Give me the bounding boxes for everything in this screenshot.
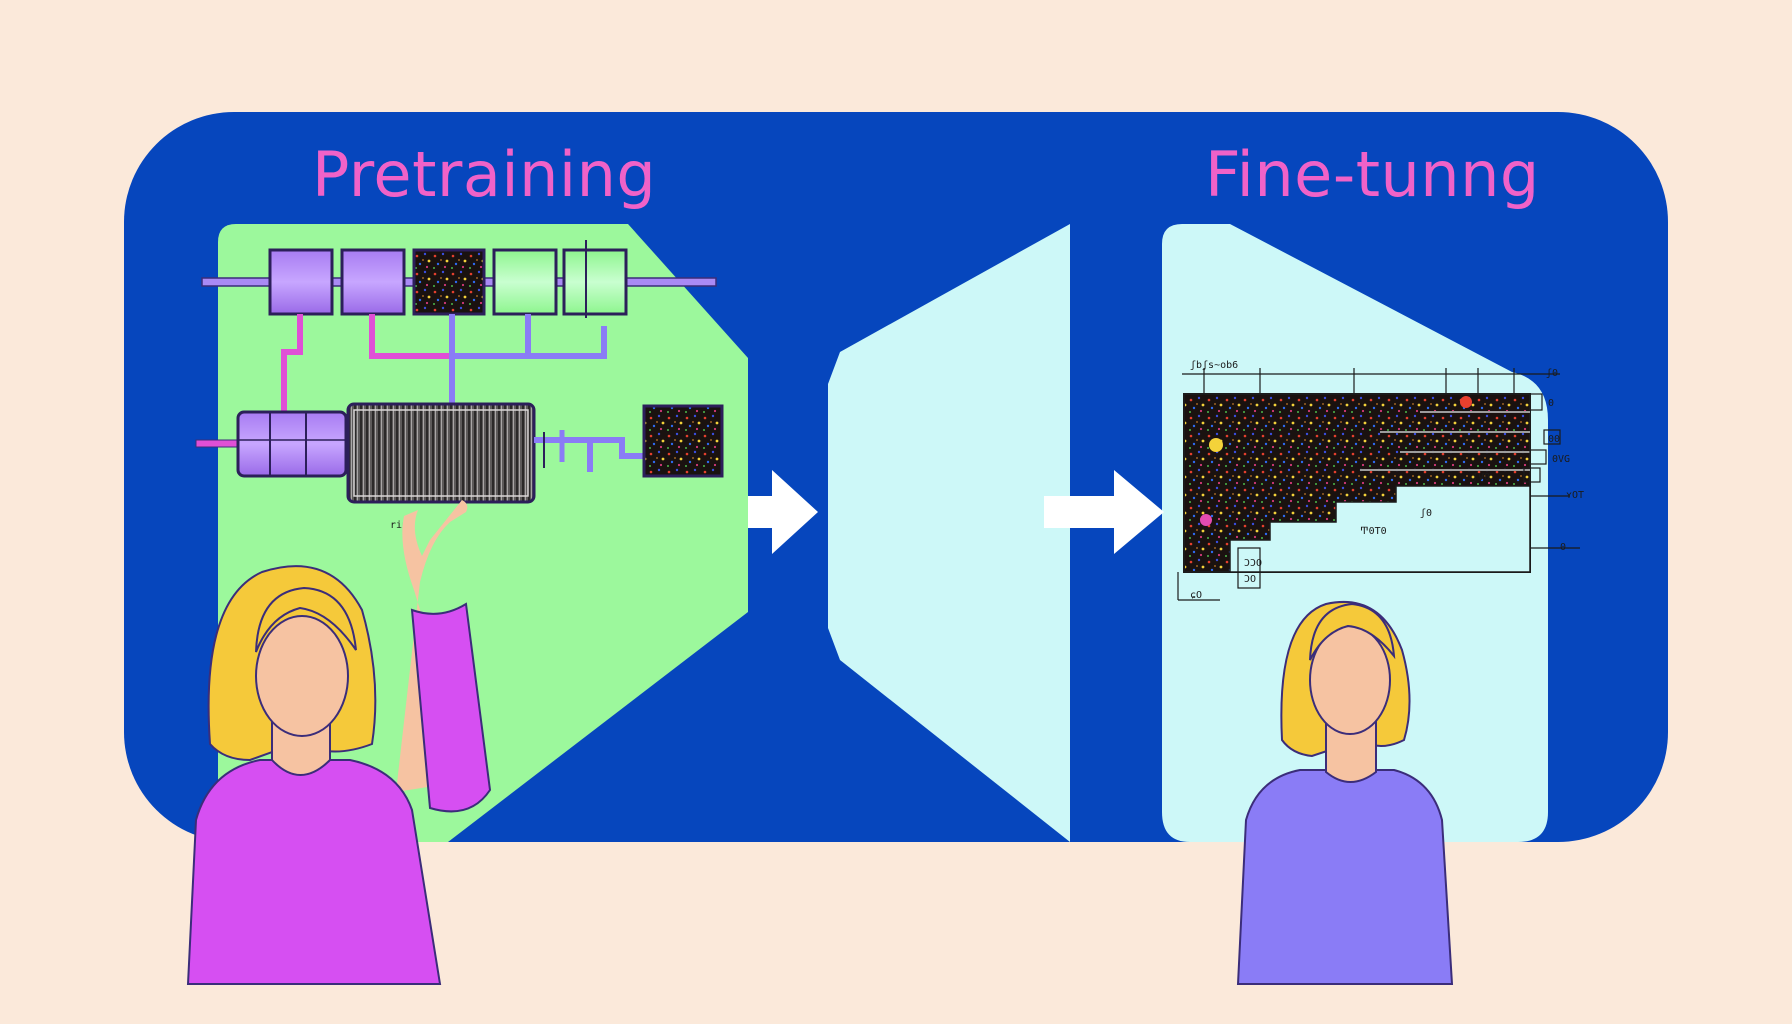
pipeline-diagram — [195, 240, 724, 504]
finetune-chart: ʃbʃs~ob6 — [1177, 360, 1584, 601]
woman-presenter-right — [1236, 600, 1454, 985]
woman-presenter-left — [186, 500, 492, 985]
svg-text:ʏOT: ʏOT — [1566, 490, 1584, 501]
model-block — [562, 248, 628, 316]
pointer-caption: rius — [390, 520, 414, 531]
output-block — [642, 404, 724, 478]
right-arrow-icon — [748, 470, 818, 554]
pretraining-title: Pretraining — [312, 138, 657, 211]
middle-panel — [828, 224, 1070, 842]
transformer-block — [346, 402, 536, 504]
model-block — [492, 248, 558, 316]
encoder-block — [236, 410, 348, 478]
svg-text:ɕO: ɕO — [1190, 590, 1202, 601]
svg-text:0: 0 — [1548, 398, 1554, 409]
data-block — [412, 248, 486, 316]
svg-text:0VG: 0VG — [1552, 454, 1570, 465]
svg-text:ʃ0: ʃ0 — [1546, 368, 1558, 379]
model-block — [268, 248, 334, 316]
right-arrow-icon — [1044, 470, 1164, 554]
svg-text:Ͳ0T0: Ͳ0T0 — [1360, 526, 1387, 537]
svg-text:0: 0 — [1560, 542, 1566, 553]
svg-text:ʃ0: ʃ0 — [1420, 508, 1432, 519]
svg-text:ʃV0: ʃV0 — [1472, 472, 1490, 483]
svg-text:ƆO: ƆO — [1244, 574, 1256, 585]
svg-text:00: 00 — [1548, 434, 1560, 445]
finetuning-title: Fine-tunng — [1205, 138, 1540, 211]
chart-header: ʃbʃs~ob6 — [1190, 360, 1238, 371]
model-block — [340, 248, 406, 316]
svg-text:ƆƆO: ƆƆO — [1244, 558, 1262, 569]
